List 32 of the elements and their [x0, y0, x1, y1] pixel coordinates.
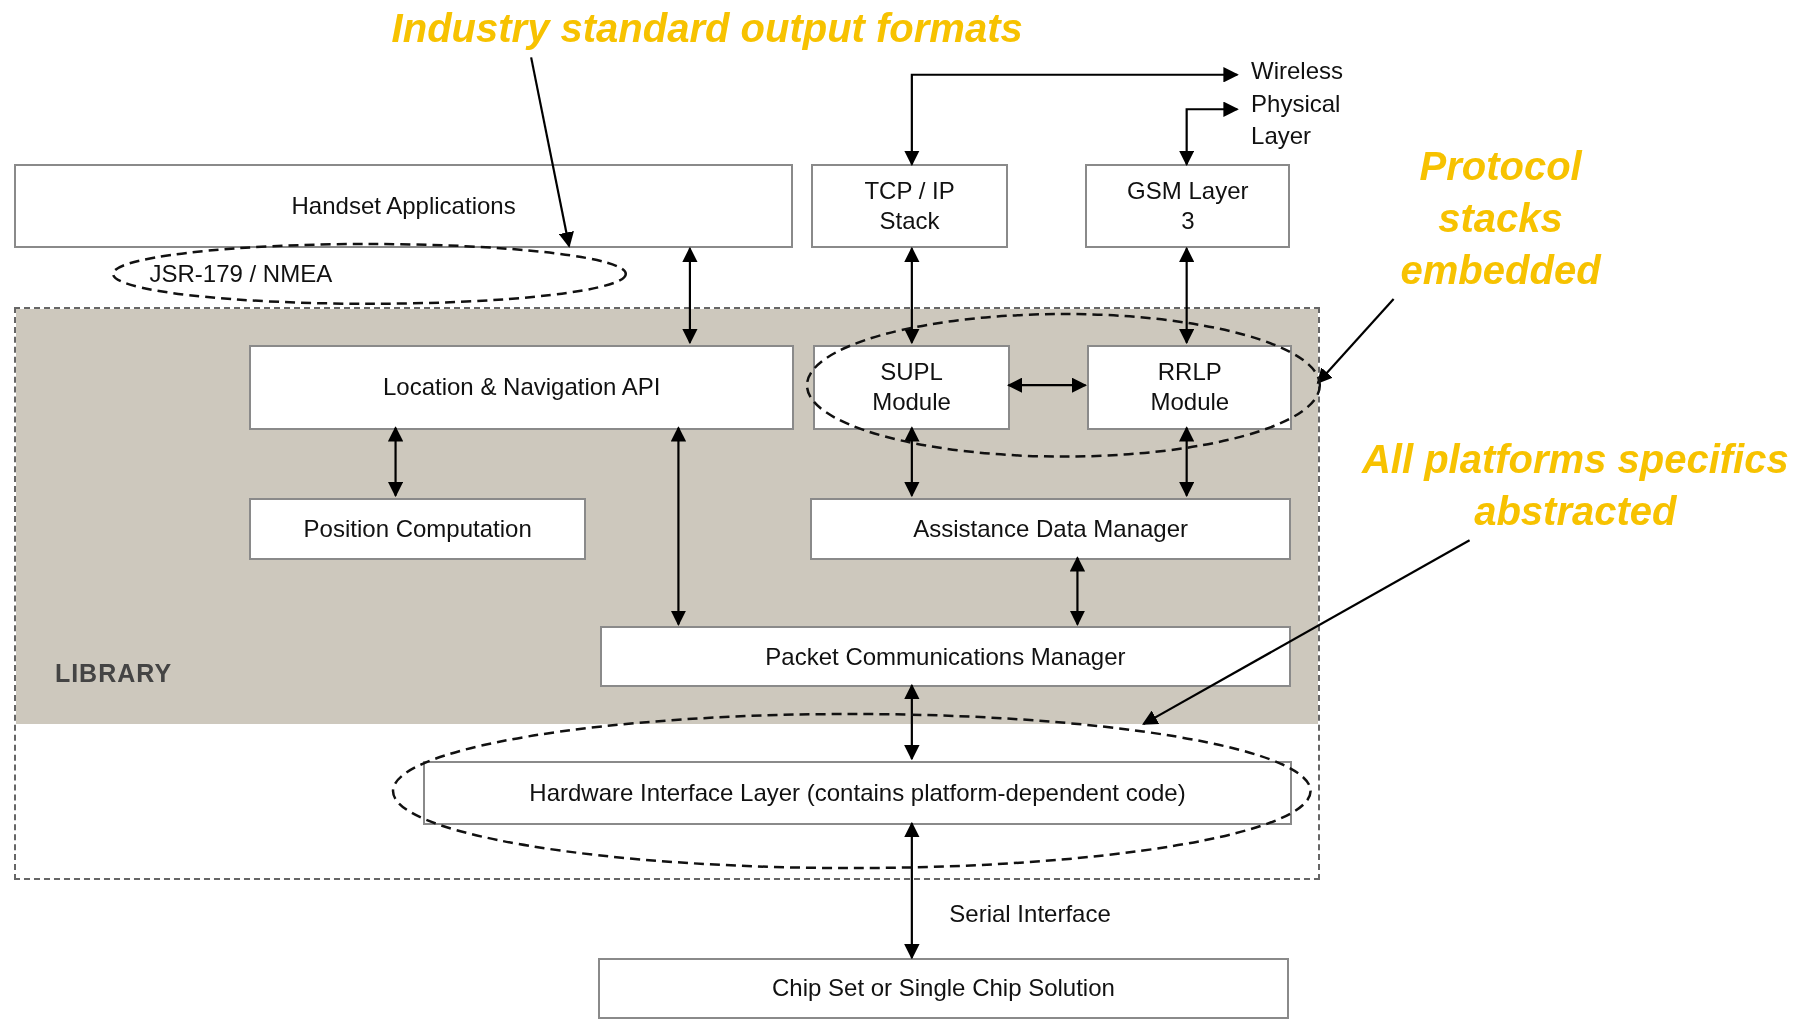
leader-arrow — [1142, 539, 1471, 726]
process-box: Packet Communications Manager — [599, 626, 1291, 688]
arrow — [904, 426, 920, 498]
process-box: Handset Applications — [13, 164, 794, 249]
arrow — [1006, 377, 1087, 393]
process-box: SUPL Module — [812, 344, 1011, 430]
process-box: GSM Layer 3 — [1085, 164, 1291, 249]
callout-text: Industry standard output formats — [344, 0, 1070, 56]
arrow — [682, 246, 698, 345]
process-box: TCP / IP Stack — [810, 164, 1009, 249]
arrow — [1178, 246, 1195, 345]
arrow — [904, 821, 920, 960]
group-label: LIBRARY — [54, 658, 173, 688]
arrow — [904, 67, 1239, 166]
node-label: JSR-179 / NMEA — [149, 259, 333, 288]
arrow — [1178, 101, 1239, 166]
arrow — [1178, 426, 1195, 498]
leader-arrow — [1316, 298, 1395, 385]
arrow — [904, 683, 920, 761]
arrow — [670, 426, 687, 626]
process-box: RRLP Module — [1087, 344, 1293, 430]
arrow — [1069, 556, 1086, 626]
leader-arrow — [530, 57, 574, 248]
dashed-boundary — [13, 307, 1321, 880]
process-box: Position Computation — [249, 497, 587, 560]
process-box: Assistance Data Manager — [810, 497, 1291, 560]
arrow — [904, 246, 920, 345]
callout-text: All platforms specifics abstracted — [1356, 432, 1794, 539]
process-box: Chip Set or Single Chip Solution — [597, 957, 1289, 1019]
process-box: Location & Navigation API — [249, 344, 795, 430]
arrow — [387, 426, 404, 498]
process-box: Hardware Interface Layer (contains platform-dependent code) — [422, 760, 1293, 826]
